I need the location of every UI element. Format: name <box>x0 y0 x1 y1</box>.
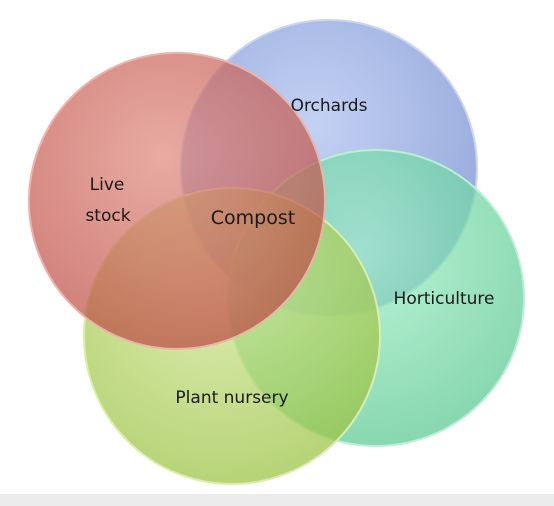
label-plant-nursery: Plant nursery <box>175 388 288 408</box>
label-orchards: Orchards <box>291 96 368 116</box>
label-livestock-line-1: Live <box>90 175 125 195</box>
label-livestock-line-2: stock <box>85 206 130 226</box>
label-horticulture: Horticulture <box>394 289 495 309</box>
label-center-compost: Compost <box>211 207 295 229</box>
bottom-strip <box>0 494 554 506</box>
circle-livestock <box>28 52 326 350</box>
